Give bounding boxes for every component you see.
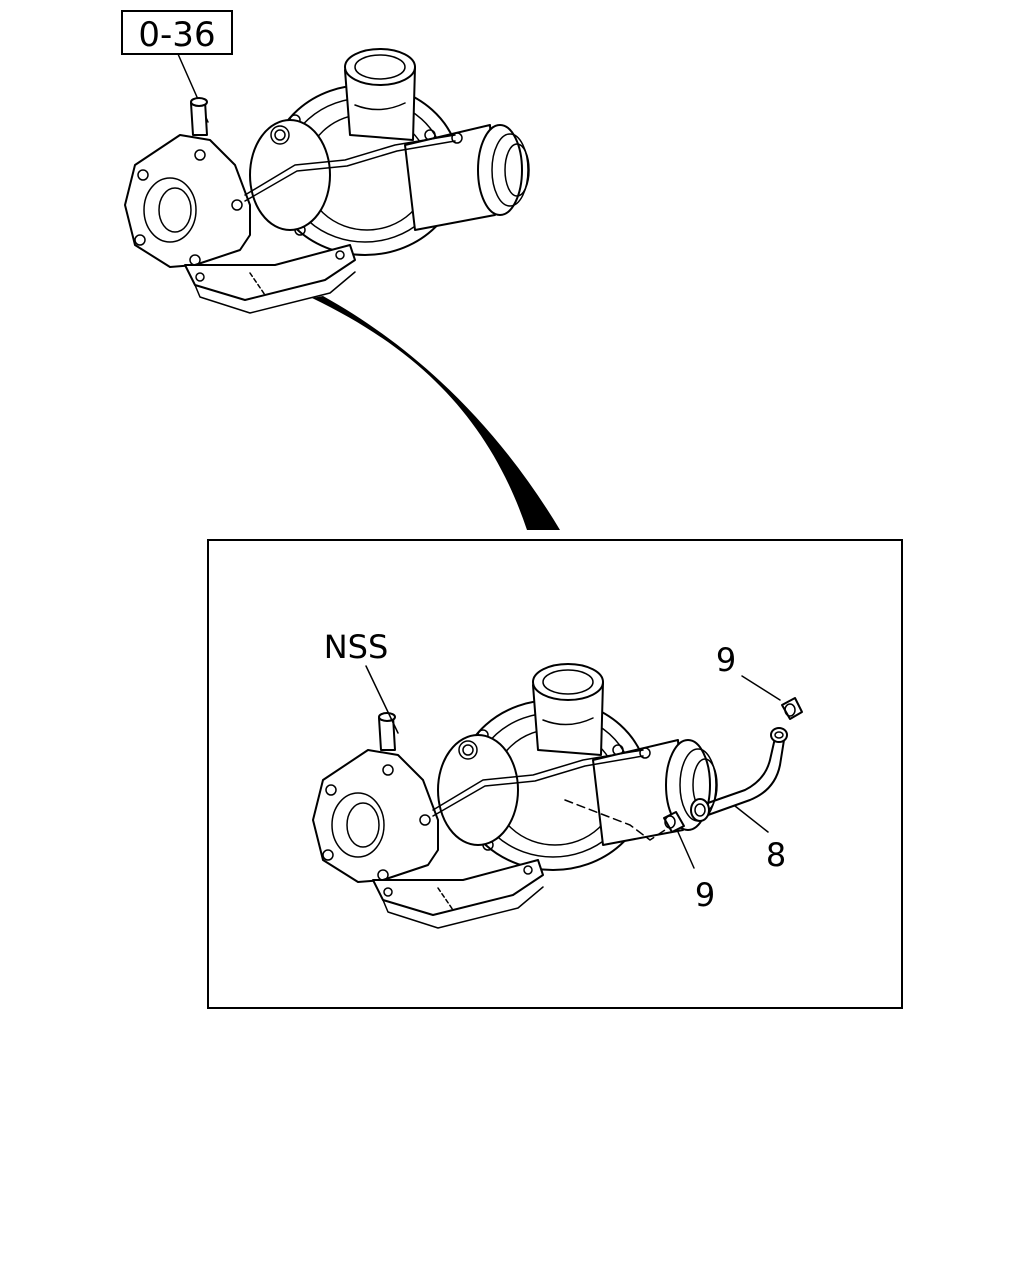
reference-label: 0-36 [138,15,215,55]
part-9-lower-label: 9 [695,876,715,914]
part-8-leader [734,805,769,833]
nss-label: NSS [324,628,389,666]
oil-pipe [690,727,788,822]
part-9-upper-leader [741,675,781,701]
detail-pointer [312,296,560,530]
reference-box [121,10,233,55]
fitting-bolt-lower [663,811,685,833]
nss-leader [365,665,399,734]
fitting-leader [564,799,669,841]
part-9-lower-leader [677,831,695,869]
part-8-label: 8 [766,836,786,874]
fitting-bolt-upper [781,697,803,720]
turbocharger-overview [124,48,530,314]
part-9-upper-label: 9 [716,641,736,679]
